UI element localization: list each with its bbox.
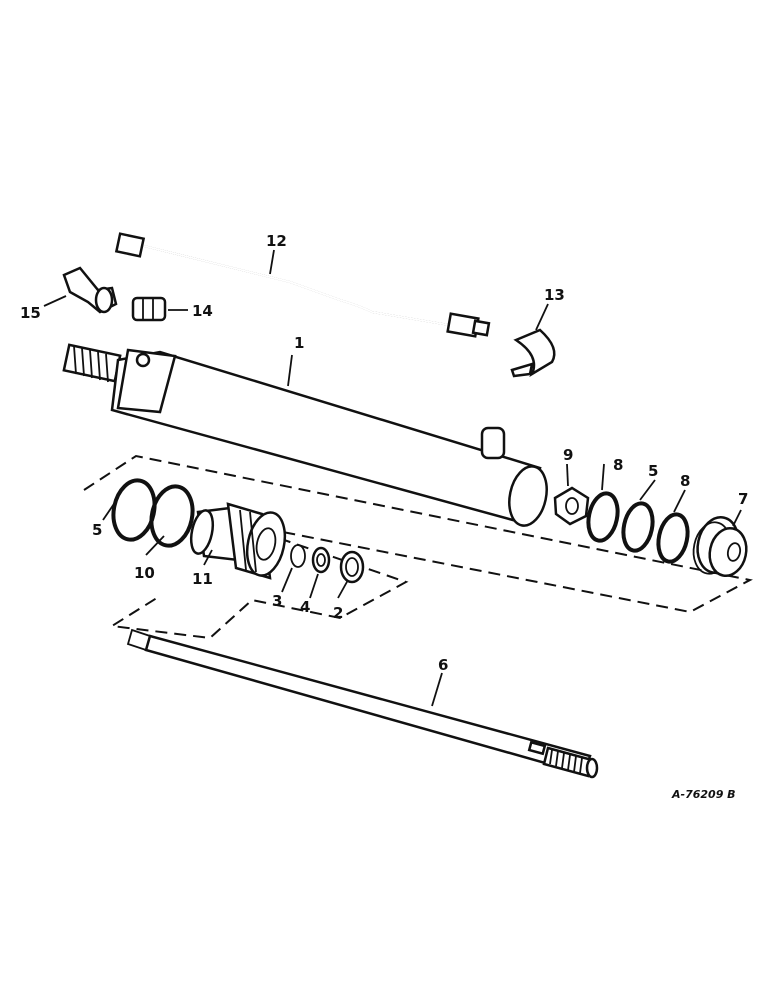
nut (553, 486, 590, 526)
callout-6: 6 (438, 656, 448, 674)
piston-rod (126, 628, 599, 779)
callout-14: 14 (192, 302, 213, 320)
callout-8-left: 8 (613, 456, 623, 474)
elbow-fitting (62, 266, 118, 314)
callout-7: 7 (738, 490, 748, 508)
ring-5-right (621, 501, 655, 553)
callout-13: 13 (544, 286, 565, 304)
callout-8-right: 8 (680, 472, 690, 490)
callout-5-right: 5 (648, 462, 658, 480)
callout-10: 10 (134, 564, 155, 582)
gland (189, 502, 287, 580)
callout-2: 2 (333, 604, 343, 622)
ring-8-left (586, 491, 620, 543)
callout-4: 4 (300, 598, 310, 616)
piston (692, 516, 748, 578)
callout-3: 3 (272, 592, 282, 610)
cylinder-body (62, 343, 548, 527)
hydraulic-tube (114, 232, 491, 338)
wiper-seal (339, 550, 365, 584)
seal-3 (290, 544, 306, 568)
seal-4 (311, 546, 331, 574)
clip (510, 328, 556, 378)
callout-11: 11 (192, 570, 213, 588)
callout-1: 1 (294, 334, 304, 352)
adapter-fitting (131, 296, 167, 322)
callout-15: 15 (20, 304, 41, 322)
callout-12: 12 (266, 232, 287, 250)
drawing-id: A-76209 B (671, 788, 736, 801)
ring-8-right (656, 512, 690, 564)
callout-9: 9 (563, 446, 573, 464)
ring-10 (149, 484, 195, 548)
callout-5-left: 5 (92, 521, 102, 539)
exploded-view-outline (83, 454, 753, 640)
leader-lines (43, 249, 742, 707)
